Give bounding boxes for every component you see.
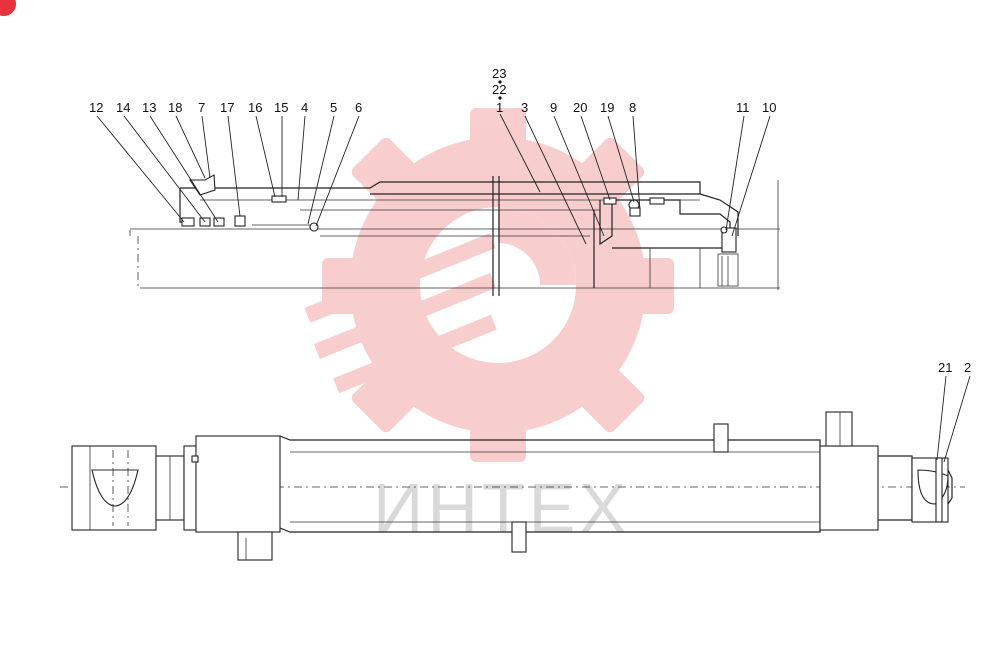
callout-15: 15 (274, 100, 288, 115)
callout-8: 8 (629, 100, 636, 115)
callout-21: 21 (938, 360, 952, 375)
callout-labels: 12 14 13 18 7 17 16 15 4 5 6 23 22 1 3 9… (89, 66, 971, 375)
callout-2: 2 (964, 360, 971, 375)
callout-17: 17 (220, 100, 234, 115)
callout-11: 11 (736, 100, 750, 115)
callout-23: 23 (492, 66, 506, 81)
callout-10: 10 (762, 100, 776, 115)
brand-gear-watermark-icon (304, 108, 674, 462)
callout-18: 18 (168, 100, 182, 115)
callout-6: 6 (355, 100, 362, 115)
callout-12: 12 (89, 100, 103, 115)
callout-4: 4 (301, 100, 308, 115)
callout-1: 1 (496, 100, 503, 115)
cylinder-side-view (60, 375, 971, 561)
watermark-text: ИНТЕХ (373, 469, 630, 547)
section-detail (96, 80, 780, 296)
callout-9: 9 (550, 100, 557, 115)
callout-16: 16 (248, 100, 262, 115)
callout-19: 19 (600, 100, 614, 115)
callout-22: 22 (492, 82, 506, 97)
callout-13: 13 (142, 100, 156, 115)
callout-7: 7 (198, 100, 205, 115)
callout-5: 5 (330, 100, 337, 115)
callout-14: 14 (116, 100, 130, 115)
callout-20: 20 (573, 100, 587, 115)
corner-badge-icon (0, 0, 16, 16)
callout-3: 3 (521, 100, 528, 115)
